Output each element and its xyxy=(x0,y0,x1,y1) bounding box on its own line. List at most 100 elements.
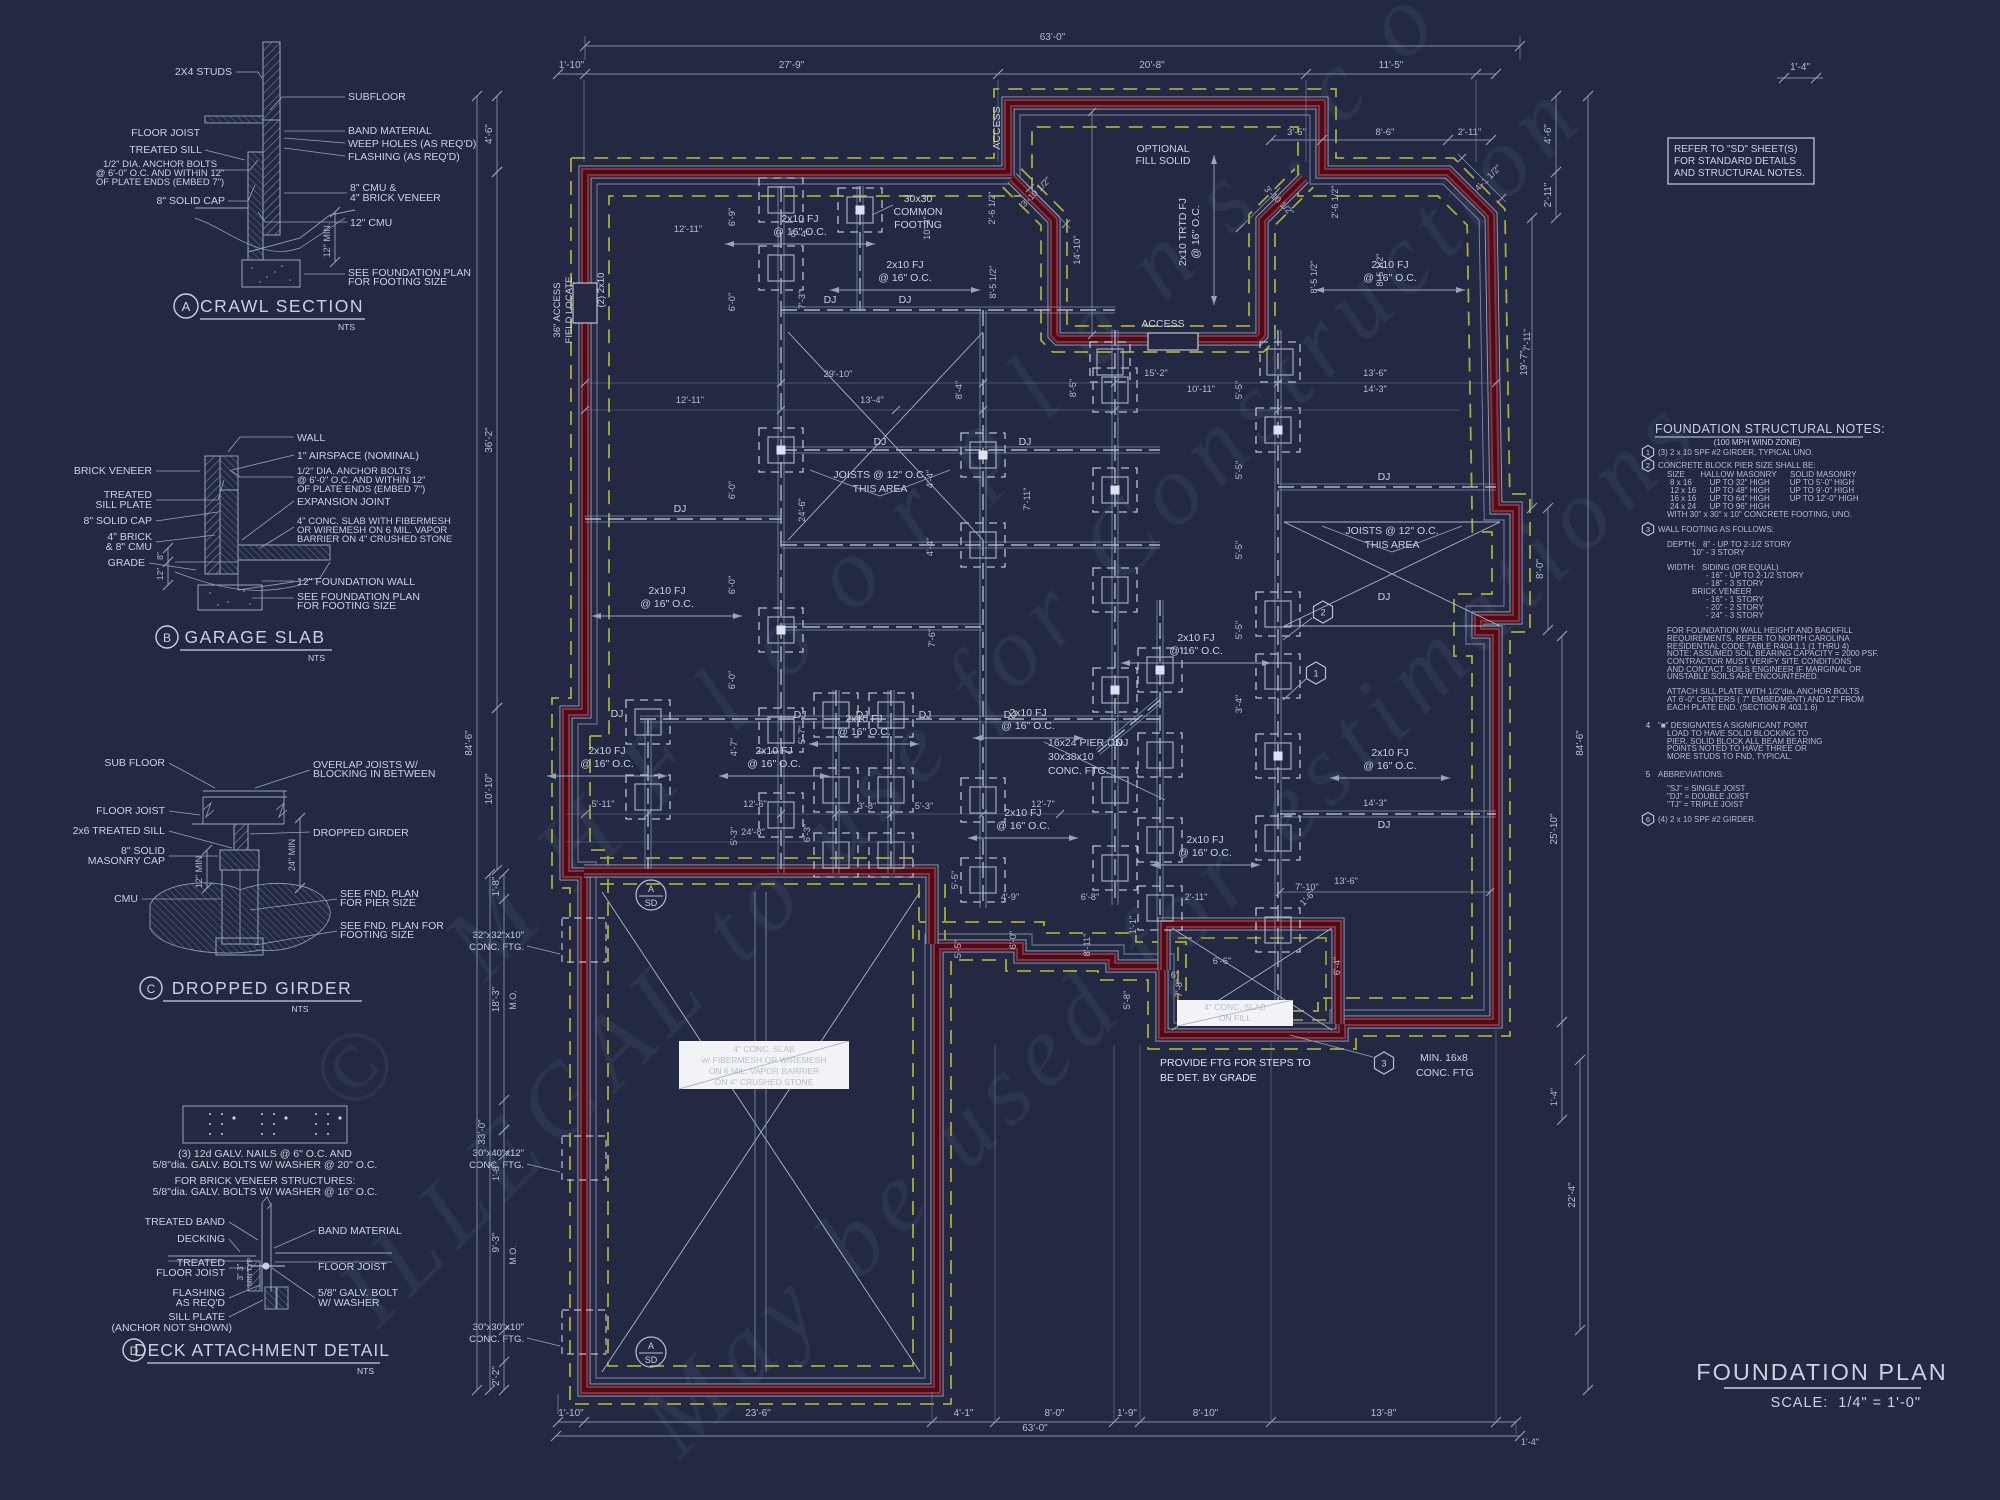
svg-text:FLOOR JOIST: FLOOR JOIST xyxy=(156,1267,225,1279)
svg-text:DJ: DJ xyxy=(1378,819,1391,831)
svg-text:CRAWL SECTION: CRAWL SECTION xyxy=(200,296,364,316)
svg-text:14'-10": 14'-10" xyxy=(1072,235,1083,264)
svg-text:6'-0": 6'-0" xyxy=(727,481,737,500)
svg-text:FOOTING SIZE: FOOTING SIZE xyxy=(340,929,414,941)
svg-text:8 x 16 UP TO 32" HIGH: 8 x 16 UP TO 32" HIGH UP TO 5'-0" HIGH xyxy=(1670,478,1854,487)
svg-text:4'-4": 4'-4" xyxy=(925,538,935,557)
svg-text:FLOOR JOIST: FLOOR JOIST xyxy=(96,805,165,817)
svg-text:B: B xyxy=(163,631,171,645)
svg-text:(2) 2x10: (2) 2x10 xyxy=(596,273,607,308)
svg-text:8'-5": 8'-5" xyxy=(1068,379,1078,398)
svg-text:7'-6": 7'-6" xyxy=(927,629,937,648)
svg-text:M.O.: M.O. xyxy=(508,990,518,1010)
svg-text:PIER. SOLID BLOCK ALL BEAM BEA: PIER. SOLID BLOCK ALL BEAM BEARING xyxy=(1667,737,1822,746)
svg-text:4" CONC. SLAB: 4" CONC. SLAB xyxy=(733,1044,795,1054)
svg-text:- 18" - 3 STORY: - 18" - 3 STORY xyxy=(1706,579,1764,588)
svg-text:OF PLATE ENDS (EMBED 7"): OF PLATE ENDS (EMBED 7") xyxy=(297,484,425,495)
svg-text:5'-3": 5'-3" xyxy=(915,801,934,811)
svg-text:BARRIER ON 4" CRUSHED STONE: BARRIER ON 4" CRUSHED STONE xyxy=(297,534,452,545)
svg-text:@ 16" O.C.: @ 16" O.C. xyxy=(773,226,826,238)
svg-text:UNSTABLE SOILS ARE ENCOUNTERED: UNSTABLE SOILS ARE ENCOUNTERED. xyxy=(1667,672,1819,681)
svg-text:CONC. FTG.: CONC. FTG. xyxy=(469,1334,524,1345)
svg-text:A: A xyxy=(182,299,191,314)
svg-text:1'-10": 1'-10" xyxy=(558,1408,584,1419)
svg-text:FLASHING (AS REQ'D): FLASHING (AS REQ'D) xyxy=(348,151,460,163)
svg-text:2: 2 xyxy=(1646,461,1650,470)
svg-text:(4) 2 x 10 SPF #2 GIRDER.: (4) 2 x 10 SPF #2 GIRDER. xyxy=(1658,815,1756,824)
svg-text:FILL SOLID: FILL SOLID xyxy=(1135,155,1190,167)
svg-text:@ 16" O.C.: @ 16" O.C. xyxy=(1363,760,1416,772)
svg-text:12'-11": 12'-11" xyxy=(674,224,702,234)
svg-text:7'-8": 7'-8" xyxy=(1174,979,1184,998)
svg-text:8'-4": 8'-4" xyxy=(954,381,964,400)
svg-text:FOR PIER SIZE: FOR PIER SIZE xyxy=(340,897,416,909)
svg-text:SEE FOUNDATION PLAN: SEE FOUNDATION PLAN xyxy=(297,591,420,603)
svg-text:6'-0": 6'-0" xyxy=(1008,931,1018,950)
svg-text:"■" DESIGNATES A SIGNIFICANT P: "■" DESIGNATES A SIGNIFICANT POINT xyxy=(1658,721,1808,730)
svg-text:ON FILL: ON FILL xyxy=(1219,1013,1251,1023)
svg-text:SEE FND. PLAN: SEE FND. PLAN xyxy=(340,888,419,900)
svg-text:JOISTS @ 12" O.C.: JOISTS @ 12" O.C. xyxy=(1345,525,1438,537)
svg-text:SD: SD xyxy=(645,898,658,908)
svg-text:12" MIN.: 12" MIN. xyxy=(322,223,332,258)
svg-text:PROVIDE FTG FOR STEPS TO: PROVIDE FTG FOR STEPS TO xyxy=(1160,1057,1311,1069)
svg-text:1/2" DIA. ANCHOR BOLTS: 1/2" DIA. ANCHOR BOLTS xyxy=(103,159,217,170)
svg-text:4" CONC. SLAB: 4" CONC. SLAB xyxy=(1204,1002,1266,1012)
svg-text:5'-5": 5'-5" xyxy=(1234,381,1244,400)
svg-text:12": 12" xyxy=(155,568,165,580)
svg-text:5'-3": 5'-3" xyxy=(729,827,739,846)
svg-text:@ 16" O.C.: @ 16" O.C. xyxy=(878,272,931,284)
svg-text:BRICK VENEER: BRICK VENEER xyxy=(1692,587,1752,596)
svg-text:32"x32"x10": 32"x32"x10" xyxy=(473,930,524,941)
svg-text:4'-4": 4'-4" xyxy=(925,470,935,489)
svg-text:EACH PLATE END. (SECTION R 403: EACH PLATE END. (SECTION R 403.1.6) xyxy=(1667,703,1818,712)
svg-text:BAND MATERIAL: BAND MATERIAL xyxy=(348,125,432,137)
svg-text:EXPANSION JOINT: EXPANSION JOINT xyxy=(297,496,391,508)
svg-text:19'-7": 19'-7" xyxy=(1519,350,1530,376)
svg-text:THIS AREA: THIS AREA xyxy=(1365,539,1420,551)
svg-text:@ 16" O.C.: @ 16" O.C. xyxy=(580,758,633,770)
svg-text:NTS: NTS xyxy=(338,322,355,332)
svg-text:SD: SD xyxy=(645,1355,658,1365)
svg-text:DJ: DJ xyxy=(1378,471,1391,483)
svg-text:14'-3": 14'-3" xyxy=(1363,798,1387,808)
svg-text:ON 4" CRUSHED STONE: ON 4" CRUSHED STONE xyxy=(715,1077,814,1087)
svg-text:2x10 FJ: 2x10 FJ xyxy=(755,745,792,757)
svg-text:2X4 STUDS: 2X4 STUDS xyxy=(175,66,232,78)
svg-text:AT 6'-0" CENTERS ( 7" EMBEDMEN: AT 6'-0" CENTERS ( 7" EMBEDMENT) AND 12"… xyxy=(1667,695,1864,704)
svg-text:OPTIONAL: OPTIONAL xyxy=(1136,143,1189,155)
svg-text:5'-7": 5'-7" xyxy=(797,726,807,745)
svg-text:22'-4": 22'-4" xyxy=(1567,1182,1578,1208)
svg-text:NOTE: ASSUMED SOIL BEARING CAP: NOTE: ASSUMED SOIL BEARING CAPACITY = 20… xyxy=(1667,649,1879,658)
svg-text:REFER TO "SD" SHEET(S): REFER TO "SD" SHEET(S) xyxy=(1674,144,1797,155)
svg-text:24 x 24 UP TO 96" HIGH: 24 x 24 UP TO 96" HIGH xyxy=(1670,502,1770,511)
svg-text:6'-9": 6'-9" xyxy=(727,208,737,227)
svg-text:5'-5": 5'-5" xyxy=(953,940,963,959)
svg-text:SEE FND. PLAN FOR: SEE FND. PLAN FOR xyxy=(340,920,444,932)
svg-text:13'-8": 13'-8" xyxy=(1371,1408,1397,1419)
svg-text:DJ: DJ xyxy=(899,294,912,306)
svg-text:REQUIREMENTS, REFER TO NORTH C: REQUIREMENTS, REFER TO NORTH CAROLINA xyxy=(1667,634,1850,643)
svg-text:7'-11": 7'-11" xyxy=(1522,329,1532,352)
svg-text:10'-3": 10'-3" xyxy=(922,216,932,240)
svg-text:8'-11": 8'-11" xyxy=(1082,934,1092,957)
svg-text:8'-5 1/2": 8'-5 1/2" xyxy=(1309,261,1319,294)
svg-text:DECK ATTACHMENT DETAIL: DECK ATTACHMENT DETAIL xyxy=(134,1340,390,1360)
svg-text:CONC. FTG.: CONC. FTG. xyxy=(1048,765,1109,777)
svg-text:2: 2 xyxy=(1320,607,1325,617)
svg-text:WITH 30" x 30" x 10" CONCRETE: WITH 30" x 30" x 10" CONCRETE FOOTING, U… xyxy=(1667,510,1852,519)
svg-text:2x10 FJ: 2x10 FJ xyxy=(1186,834,1223,846)
svg-text:FOR FOOTING SIZE: FOR FOOTING SIZE xyxy=(348,276,447,288)
svg-text:30x38x10: 30x38x10 xyxy=(1048,751,1094,763)
svg-text:30"x40"x12": 30"x40"x12" xyxy=(473,1148,524,1159)
svg-text:DJ: DJ xyxy=(1004,709,1017,721)
svg-text:1/2" DIA. ANCHOR BOLTS: 1/2" DIA. ANCHOR BOLTS xyxy=(297,466,411,477)
svg-text:5'-5": 5'-5" xyxy=(1234,461,1244,480)
svg-text:2x10 FJ: 2x10 FJ xyxy=(1177,632,1214,644)
svg-text:- 16" - UP TO 2-1/2 STORY: - 16" - UP TO 2-1/2 STORY xyxy=(1706,571,1804,580)
svg-text:8'-10": 8'-10" xyxy=(1193,1408,1219,1419)
svg-text:CONC. FTG.: CONC. FTG. xyxy=(469,1160,524,1171)
svg-text:@ 6'-0" O.C. AND WITHIN 12": @ 6'-0" O.C. AND WITHIN 12" xyxy=(96,168,225,179)
svg-text:16 x 16 UP TO 64" HIGH: 16 x 16 UP TO 64" HIGH UP TO 12'-0" HIGH xyxy=(1670,494,1859,503)
svg-text:29'-10": 29'-10" xyxy=(824,369,853,379)
